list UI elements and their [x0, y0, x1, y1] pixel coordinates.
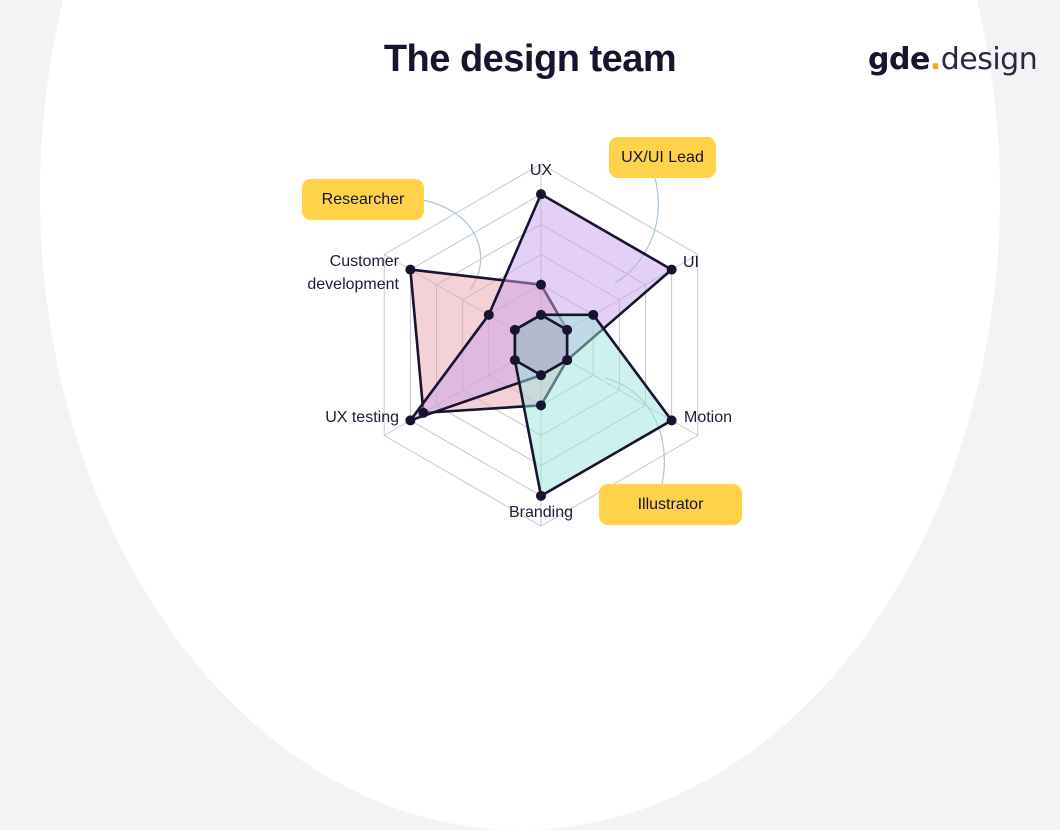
data-point — [562, 324, 573, 335]
tag-uxui-lead: UX/UI Lead — [609, 137, 716, 178]
radar-series — [409, 192, 673, 498]
data-point — [562, 355, 573, 366]
data-point — [536, 370, 546, 381]
data-point — [536, 279, 546, 290]
tag-researcher: Researcher — [302, 179, 424, 220]
axis-label: UI — [683, 254, 699, 271]
radar-points — [405, 189, 677, 501]
data-point — [536, 400, 546, 411]
data-point — [536, 309, 546, 320]
axis-label: Branding — [509, 504, 573, 521]
tag-uxui-lead-label: UX/UI Lead — [621, 148, 704, 166]
tag-researcher-label: Researcher — [321, 190, 405, 208]
data-point — [405, 415, 416, 426]
logo-light-part: design — [940, 42, 1038, 77]
data-point — [666, 415, 677, 426]
tag-illustrator-label: Illustrator — [637, 495, 704, 513]
tag-illustrator: Illustrator — [599, 484, 742, 525]
data-point — [666, 264, 677, 275]
axis-label: UX — [530, 162, 553, 179]
page-title: The design team — [383, 38, 677, 80]
logo-bold-part: gde — [868, 42, 930, 77]
logo-dot: . — [929, 42, 941, 77]
data-point — [588, 309, 599, 320]
data-point — [509, 324, 520, 335]
axis-label: UX testing — [325, 409, 399, 426]
brand-logo: gde.design — [868, 42, 1038, 77]
data-point — [418, 407, 429, 418]
axis-label: Motion — [684, 409, 732, 426]
data-point — [509, 355, 520, 366]
data-point — [405, 264, 416, 275]
data-point — [536, 490, 546, 501]
data-point — [483, 309, 494, 320]
data-point — [536, 189, 546, 200]
